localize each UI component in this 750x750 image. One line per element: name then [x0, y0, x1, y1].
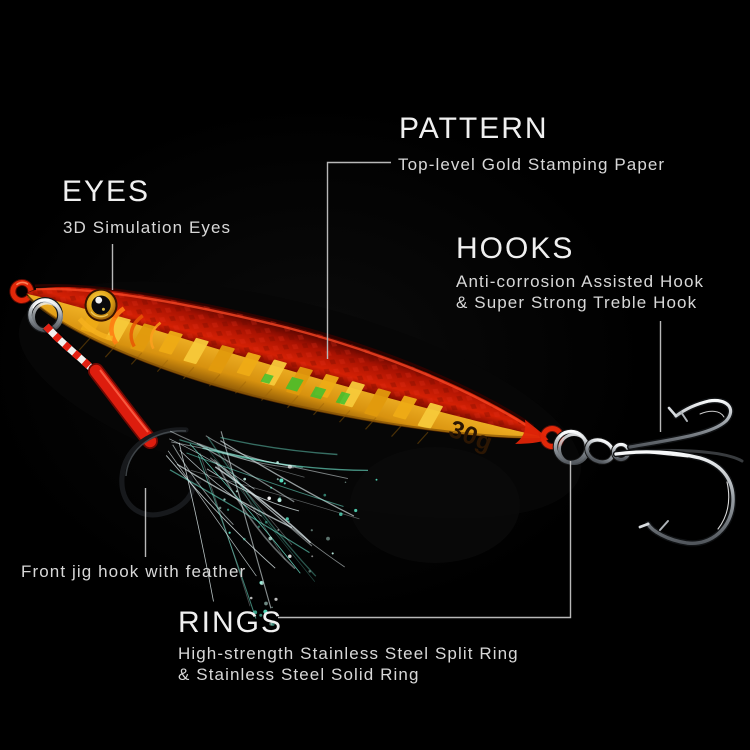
connector-lines [111, 161, 662, 619]
belly-edge [26, 295, 539, 439]
hooks-description: Anti-corrosion Assisted Hook & Super Str… [456, 271, 704, 313]
jaw-streak [77, 317, 114, 341]
gill-streak [109, 306, 126, 345]
feather [165, 430, 378, 627]
back-rim [34, 284, 535, 428]
gill-streak [129, 314, 144, 348]
rings-description-line2: & Stainless Steel Solid Ring [178, 665, 420, 684]
hook-point [638, 522, 650, 529]
gold-stamping-pattern [78, 309, 443, 445]
eyes-description: 3D Simulation Eyes [63, 218, 232, 237]
lure-eye [84, 288, 118, 322]
hooks-description-line2: & Super Strong Treble Hook [456, 293, 698, 312]
jig-lure: 30g [9, 278, 744, 627]
pattern-title: PATTERN [399, 112, 549, 145]
hook-thread-wrap [88, 363, 158, 449]
nose-loop-glint [15, 281, 29, 286]
eyes-title: EYES [62, 175, 151, 208]
hook-barb [190, 480, 202, 488]
eye-highlight [95, 296, 103, 304]
hooks-description-line1: Anti-corrosion Assisted Hook [456, 272, 705, 291]
pattern-description: Top-level Gold Stamping Paper [398, 155, 666, 174]
tail-shadow [350, 447, 520, 563]
hooks-title: HOOKS [456, 232, 575, 265]
hook-barb [659, 520, 669, 531]
hook-barb [680, 411, 688, 422]
tail-tip [515, 419, 549, 444]
gill-streak [149, 321, 162, 350]
hook-point [667, 406, 678, 418]
front-hook-label: Front jig hook with feather [21, 562, 247, 581]
pattern-connector-line [326, 161, 391, 359]
rings-description: High-strength Stainless Steel Split Ring… [178, 643, 519, 685]
rings-description-line1: High-strength Stainless Steel Split Ring [178, 644, 519, 663]
rings-title: RINGS [178, 606, 284, 639]
rings-connector-line [278, 461, 572, 619]
treble-hook [610, 397, 744, 547]
